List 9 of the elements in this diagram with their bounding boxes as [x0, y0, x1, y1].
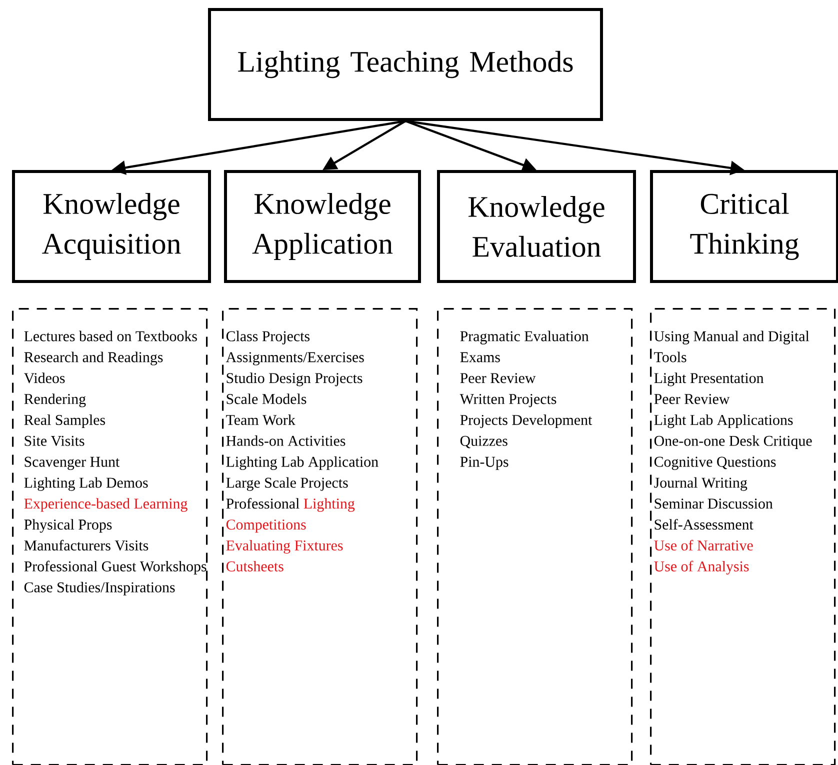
- method-list-box: Using Manual and Digital Tools Light Presentation Peer Review Light Lab Applications One-on-one Desk Critique Cognitive Questions Journal Writing Seminar Discussion Self-Assessment Use of Narrative Use of Analysis: [650, 308, 836, 765]
- method-list-box: Pragmatic Evaluation Exams Peer Review Written Projects Projects Development Quizzes Pin-Ups: [437, 308, 633, 765]
- category-box: Critical Thinking: [650, 170, 838, 283]
- category-box: Knowledge Acquisition: [12, 170, 211, 283]
- category-box: Knowledge Evaluation: [437, 170, 636, 283]
- method-list-box: Class Projects Assignments/Exercises Studio Design Projects Scale Models Team Work Hands-on Activities Lighting Lab Application Large Scale Projects Professional Lighting Competitions Evaluating Fixtures Cutsheets: [222, 308, 418, 765]
- title-box: Lighting Teaching Methods: [208, 8, 603, 121]
- method-list-box: Lectures based on Textbooks Research and Readings Videos Rendering Real Samples Site Visits Scavenger Hunt Lighting Lab Demos Experience-based Learning Physical Props Manufacturers Visits Professional Guest Workshops Case Studies/Inspirations: [12, 308, 208, 765]
- category-box: Knowledge Application: [224, 170, 421, 283]
